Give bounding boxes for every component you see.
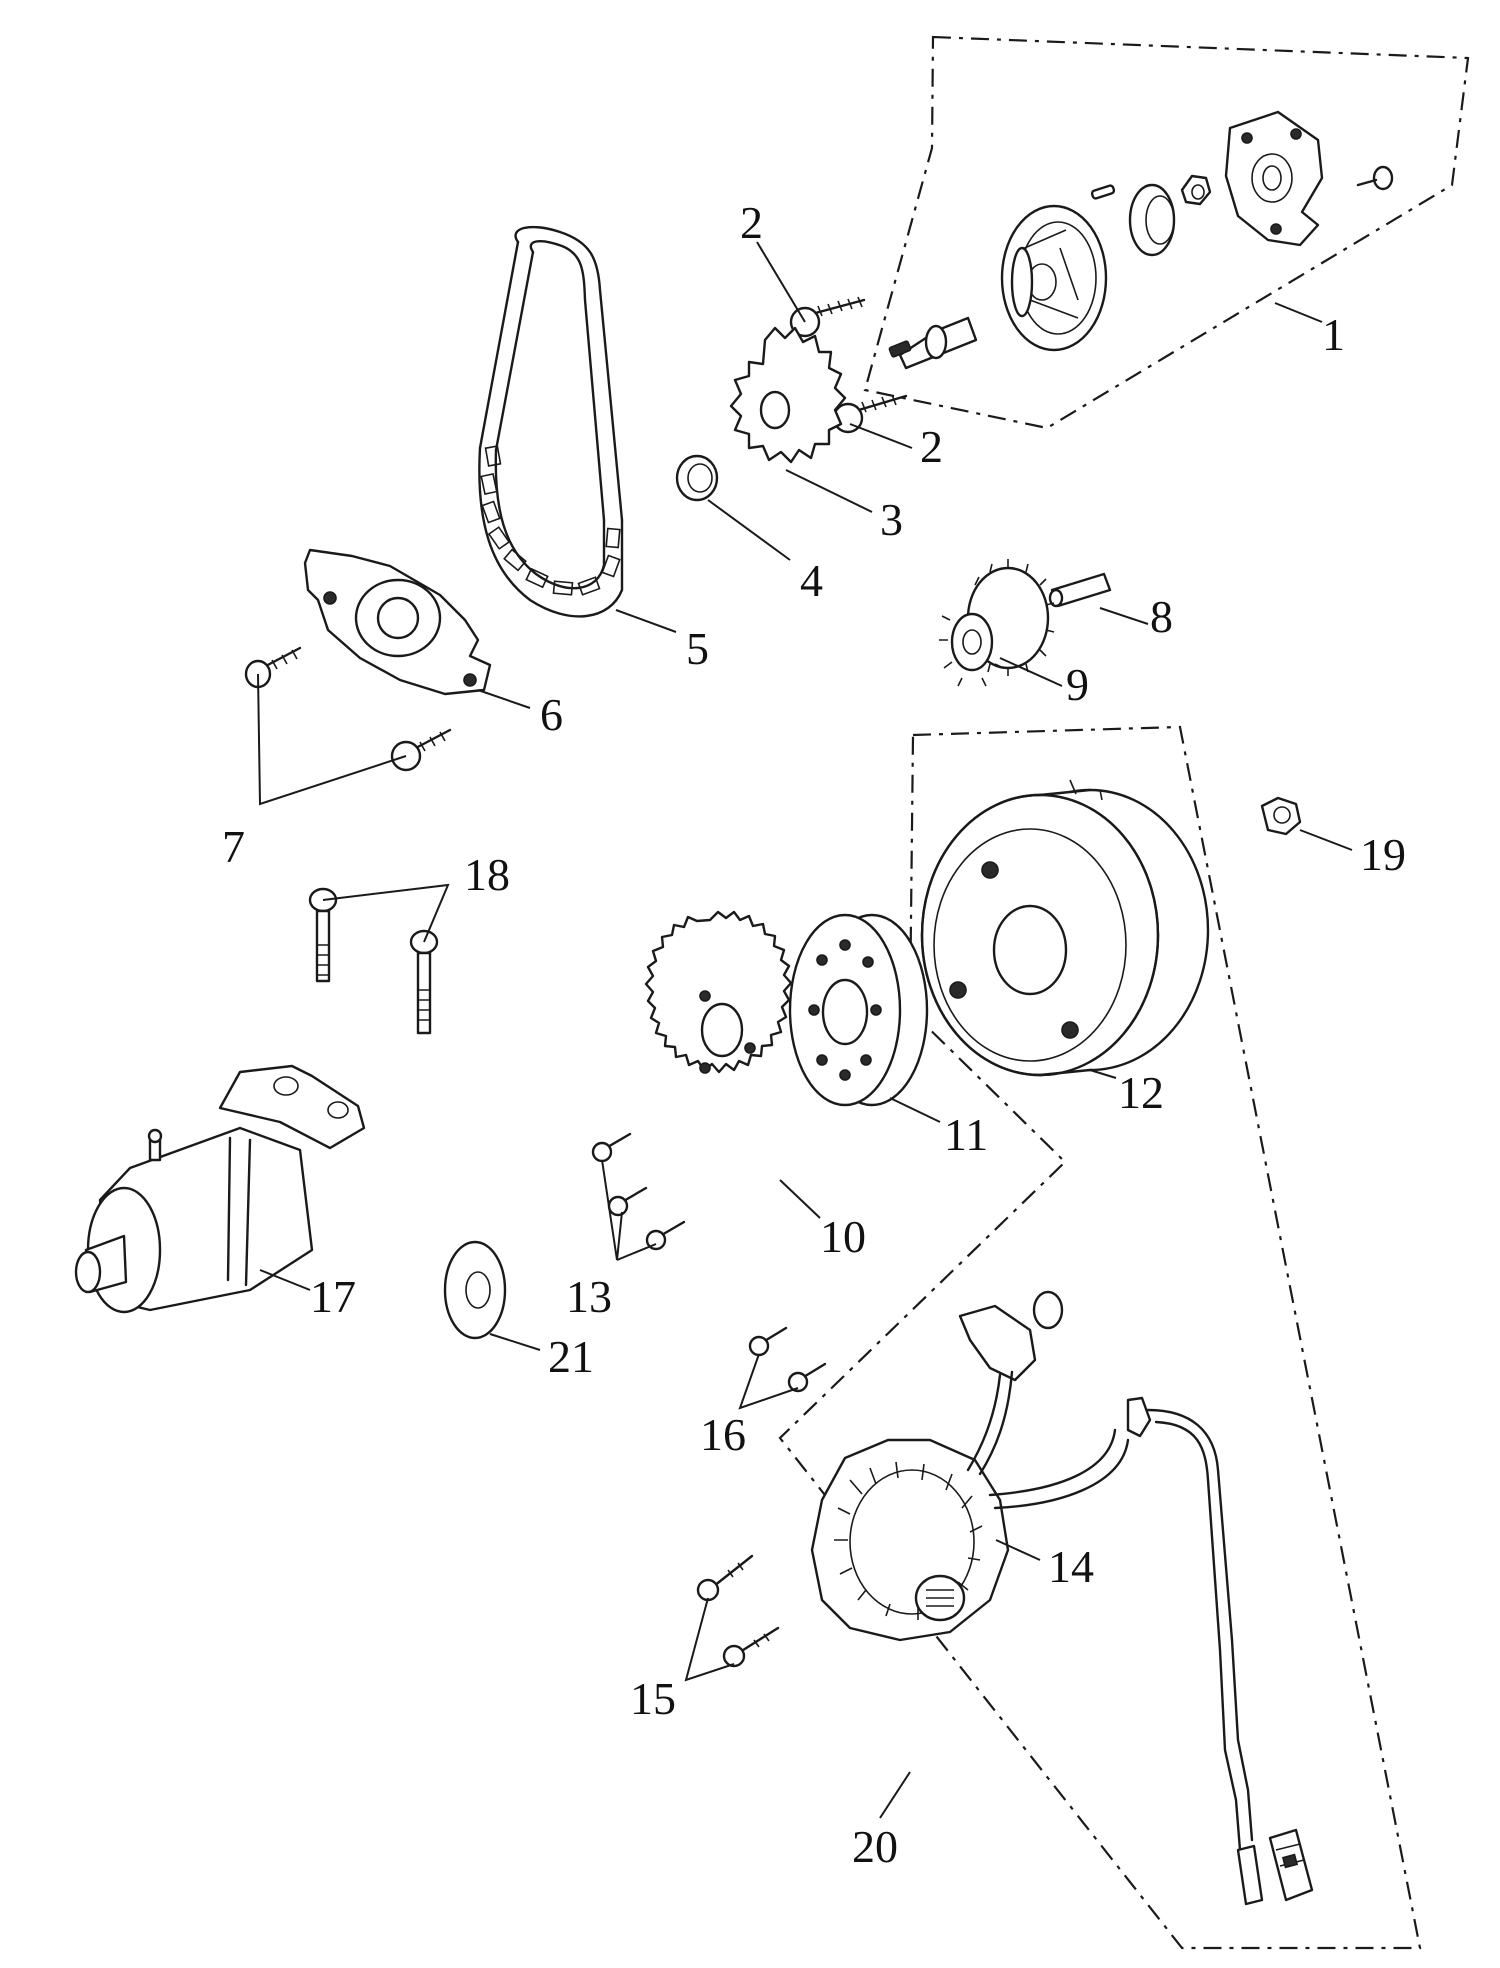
nut-19-icon [1260,796,1302,836]
stator-14-icon [810,1290,1314,1906]
callout-17: 17 [310,1271,356,1322]
bolt-13-middle-icon [607,1186,648,1217]
bolt-7-upper-icon [244,646,302,689]
flywheel-12-icon [920,779,1210,1077]
callout-3: 3 [880,494,903,545]
bolt-16-upper-icon [748,1326,788,1357]
callout-12: 12 [1118,1067,1164,1118]
callout-16: 16 [700,1409,746,1460]
bolt-18-left-icon [308,887,338,983]
callout-4: 4 [800,555,823,606]
chain-5-icon [478,225,624,618]
callout-5: 5 [686,623,709,674]
callout-6: 6 [540,689,563,740]
callout-11: 11 [944,1109,988,1160]
callout-8: 8 [1150,591,1173,642]
callout-19: 19 [1360,829,1406,880]
bolt-15-lower-icon [722,1626,780,1668]
leader-lines [257,241,1353,1819]
bolt-18-right-icon [409,929,439,1035]
callout-14: 14 [1048,1541,1094,1592]
bolt-16-lower-icon [787,1362,827,1393]
pump-cover-icon [1224,110,1324,247]
bolt-2-lower-icon [832,394,908,434]
oil-pump-assembly [888,110,1394,370]
group-boundary-20 [778,725,1422,1950]
guide-plate-6-icon [303,548,492,696]
callout-2a: 2 [740,197,763,248]
callout-labels: 1 2 2 3 4 5 6 7 8 9 10 11 12 13 14 15 16… [222,197,1406,1872]
callout-15: 15 [630,1673,676,1724]
starter-clutch-11-icon [788,913,929,1107]
sprocket-3-icon [729,326,847,464]
pump-screw-icon [1356,165,1394,191]
callout-21: 21 [548,1331,594,1382]
washer-21-icon [443,1240,507,1340]
group-boundary-1 [863,35,1470,430]
washer-4-icon [675,454,719,502]
callout-10: 10 [820,1211,866,1262]
bolt-13-top-icon [591,1132,632,1163]
idle-gear-9-icon [939,559,1055,687]
callout-1: 1 [1322,309,1345,360]
pin-8-icon [1048,572,1112,608]
bolt-7-lower-icon [390,728,452,772]
callout-20: 20 [852,1821,898,1872]
callout-2b: 2 [920,421,943,472]
bolt-13-bottom-icon [645,1220,686,1251]
callout-13: 13 [566,1271,612,1322]
callout-9: 9 [1066,659,1089,710]
bolt-15-upper-icon [696,1554,754,1602]
callout-7: 7 [222,821,245,872]
callout-18: 18 [464,849,510,900]
starter-gear-10-icon [644,910,793,1074]
starter-motor-17-icon [74,1064,366,1314]
outer-rotor-icon [1180,174,1212,206]
